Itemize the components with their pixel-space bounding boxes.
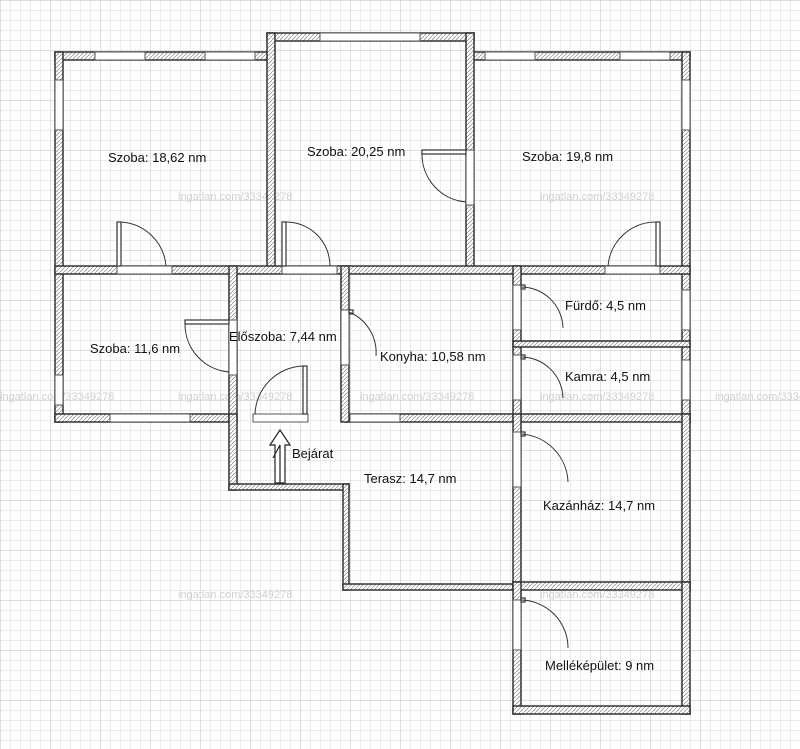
door-opening xyxy=(252,413,309,423)
wall-terrace-bottom xyxy=(342,583,522,591)
window xyxy=(54,79,64,131)
wall-boiler-right xyxy=(681,413,691,591)
door-opening xyxy=(512,431,522,488)
window xyxy=(512,599,522,651)
door-leaf xyxy=(184,319,230,325)
wall-outbuilding-bottom xyxy=(512,705,691,715)
window xyxy=(54,374,64,406)
watermark: ingatlan.com/33349278 xyxy=(540,589,654,601)
watermark: ingatlan.com/33349278 xyxy=(540,191,654,203)
wall-bath-pantry xyxy=(512,340,691,348)
watermark: ingatlan.com/33349278 xyxy=(360,391,474,403)
wall-bedroom2-left xyxy=(266,32,276,274)
room-label-bedroom-1: Szoba: 18,62 nm xyxy=(108,150,206,165)
door-leaf xyxy=(302,365,308,415)
door-opening xyxy=(281,265,338,275)
room-label-bedroom-3: Szoba: 19,8 nm xyxy=(522,149,613,164)
room-label-bathroom: Fürdő: 4,5 nm xyxy=(565,298,646,313)
door-opening xyxy=(228,319,238,376)
door-opening xyxy=(512,354,522,401)
wall-terrace-left xyxy=(228,413,238,491)
door-leaf xyxy=(116,221,122,267)
door-leaf xyxy=(421,149,467,155)
watermark: ingatlan.com/33349278 xyxy=(540,391,654,403)
room-label-hall: Előszoba: 7,44 nm xyxy=(229,329,337,344)
window xyxy=(109,413,191,423)
door-arc xyxy=(520,356,564,399)
entrance-label: Bejárat xyxy=(292,446,334,461)
room-label-boiler-room: Kazánház: 14,7 nm xyxy=(543,498,655,513)
room-label-terrace: Terasz: 14,7 nm xyxy=(364,471,457,486)
room-label-bedroom-4: Szoba: 11,6 nm xyxy=(90,341,180,356)
door-opening xyxy=(604,265,661,275)
room-label-bedroom-2: Szoba: 20,25 nm xyxy=(307,144,405,159)
watermark: ingatlan.com/33349278 xyxy=(178,589,292,601)
entrance-arrow-icon xyxy=(268,428,292,484)
window xyxy=(681,289,691,331)
wall-interior-horizontal xyxy=(54,265,691,275)
door-arc xyxy=(184,323,230,373)
window xyxy=(681,359,691,401)
door-arc xyxy=(520,286,564,329)
door-opening xyxy=(465,149,475,206)
window xyxy=(349,413,401,423)
door-arc xyxy=(348,311,377,357)
window xyxy=(204,51,256,61)
watermark: ingatlan.com/33349278 xyxy=(715,391,800,403)
watermark: ingatlan.com/33349278 xyxy=(178,191,292,203)
room-label-outbuilding: Melléképület: 9 nm xyxy=(545,658,654,673)
door-opening xyxy=(340,309,350,366)
wall-outbuilding-right xyxy=(681,581,691,715)
windows xyxy=(54,32,691,651)
room-label-pantry: Kamra: 4,5 nm xyxy=(565,369,650,384)
door-arc xyxy=(285,221,331,267)
room-label-kitchen: Konyha: 10,58 nm xyxy=(380,349,486,364)
window xyxy=(319,32,421,42)
wall-boiler-bottom xyxy=(512,581,691,591)
window xyxy=(619,51,671,61)
door-arc xyxy=(421,153,467,203)
window xyxy=(681,79,691,131)
door-arc xyxy=(607,221,657,267)
door-leaf xyxy=(281,221,287,267)
window xyxy=(484,51,536,61)
wall-terrace-inner xyxy=(342,483,350,591)
room-labels: Szoba: 18,62 nm Szoba: 20,25 nm Szoba: 1… xyxy=(90,144,655,673)
door-arc xyxy=(120,221,167,267)
door-opening xyxy=(116,265,173,275)
door-leaf xyxy=(655,221,661,267)
door-arc xyxy=(254,365,304,415)
door-opening xyxy=(512,284,522,331)
door-arc xyxy=(520,433,569,483)
doors xyxy=(116,149,661,649)
door-arc xyxy=(520,599,569,649)
window xyxy=(94,51,146,61)
wall-terrace-step xyxy=(228,483,350,491)
